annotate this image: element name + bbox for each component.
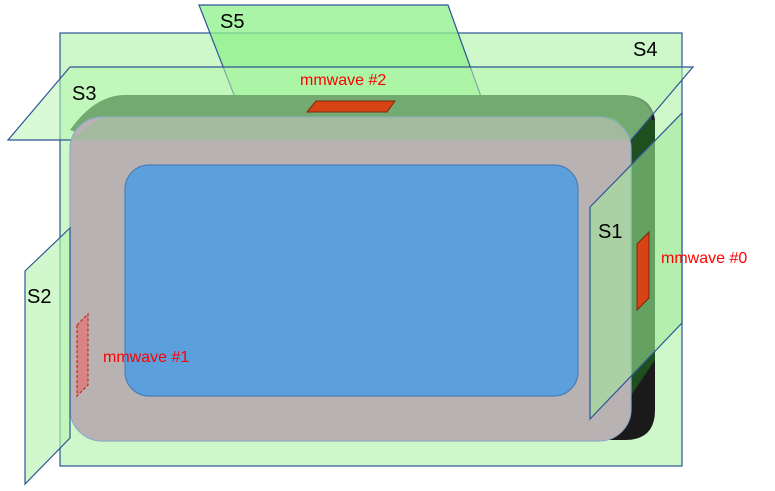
- label-mmwave-2: mmwave #2: [300, 72, 386, 89]
- label-s4: S4: [633, 39, 657, 61]
- device-screen: [124, 164, 579, 397]
- antenna-mmwave-1: [76, 312, 89, 398]
- label-s1: S1: [598, 221, 622, 243]
- plane-s1: [589, 111, 683, 421]
- label-s2: S2: [27, 286, 51, 308]
- label-mmwave-0: mmwave #0: [661, 250, 747, 267]
- antenna-mmwave-0: [636, 230, 650, 312]
- antenna-mmwave-2: [305, 100, 396, 113]
- plane-s2: [24, 226, 71, 486]
- plane-s3-overlay: [70, 117, 631, 140]
- label-mmwave-1: mmwave #1: [103, 349, 189, 366]
- label-s5: S5: [220, 11, 244, 33]
- label-s3: S3: [72, 83, 96, 105]
